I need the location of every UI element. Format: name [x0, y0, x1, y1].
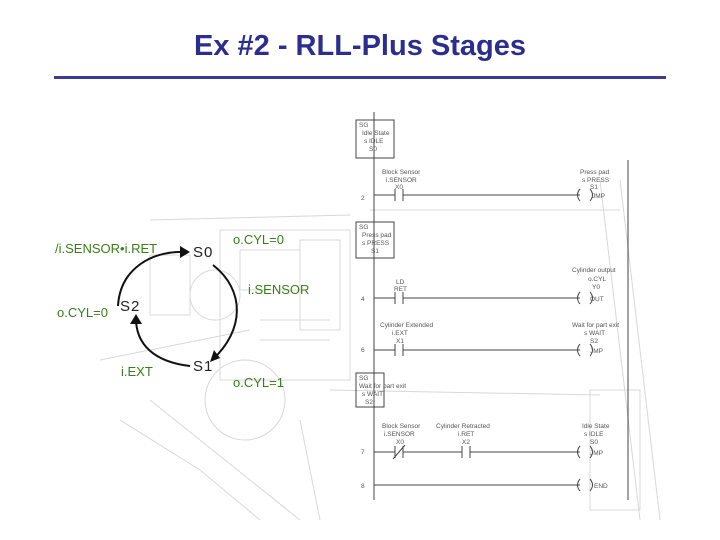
stage-s1-num: S1: [371, 248, 379, 255]
ladder-logic: [355, 112, 629, 500]
stage-s1-sg: SG: [359, 224, 368, 231]
rung4-number: 4: [361, 296, 365, 303]
rung2-coil-label: Press pad: [580, 169, 610, 176]
arrowhead-s1: [210, 350, 220, 362]
stage-s2-sg: SG: [359, 375, 368, 382]
stage-s0-addr: s IDLE: [364, 138, 384, 145]
s1-action-label: o.CYL=1: [233, 375, 284, 390]
arrow-s2-to-s0: [117, 250, 189, 307]
rung7-contact1-name: i.SENSOR: [384, 431, 415, 438]
rung7-contact2-name: i.RET: [458, 431, 474, 438]
rung6-contact-addr: X1: [396, 338, 404, 345]
rung4-contact-label: LD: [396, 279, 405, 286]
state-transition-arrows: [117, 250, 238, 367]
rung4-coil-name: o.CYL: [588, 276, 606, 283]
transition-s0-s1-label: i.SENSOR: [248, 282, 310, 297]
rung2-contact-name: i.SENSOR: [386, 177, 417, 184]
page-title: Ex #2 - RLL-Plus Stages: [194, 30, 526, 62]
stage-s2-addr: s WAIT: [362, 391, 383, 398]
stage-box-s2: [355, 372, 385, 408]
stage-box-s1: [355, 221, 395, 259]
rung7-contact2-addr: X2: [462, 439, 470, 446]
arrowhead-s2: [130, 314, 142, 324]
stage-s0-name: Idle State: [362, 130, 390, 137]
arrow-s0-to-s1: [211, 264, 238, 361]
stage-s1-addr: s PRESS: [362, 240, 390, 247]
stage-s0-num: S0: [369, 146, 377, 153]
transition-s1-s2-label: i.EXT: [121, 364, 153, 379]
stage-s1-name: Press pad: [362, 232, 392, 239]
ladder-text: SG Idle State s IDLE S0 Block Sensor i.S…: [359, 122, 619, 490]
stage-s2-name: Wait for part exit: [359, 383, 406, 390]
arrowheads: [130, 246, 220, 362]
rung7-contact1-label: Block Sensor: [382, 423, 421, 430]
rung6-contact-name: i.EXT: [392, 330, 408, 337]
state-s2: S2: [120, 298, 141, 315]
rung7-coil-instr: JMP: [590, 450, 603, 457]
title-divider: [54, 76, 666, 79]
stage-box-s0: [355, 119, 395, 159]
rung7-contact2-label: Cylinder Retracted: [436, 423, 490, 430]
rung2-number: 2: [361, 195, 365, 202]
rung4-contact-name: RET: [394, 286, 407, 293]
rung2-coil-instr: JMP: [592, 193, 605, 200]
rung4-coil-instr: OUT: [590, 296, 604, 303]
rung4-coil-label: Cylinder output: [572, 267, 616, 274]
rung2-contact-addr: X0: [395, 184, 403, 191]
rung4-coil-addr: Y0: [592, 284, 600, 291]
transition-s2-s0-label: /i.SENSOR•i.RET: [55, 241, 158, 256]
state-s1: S1: [193, 358, 214, 375]
rung7-number: 7: [361, 449, 365, 456]
rung8-number: 8: [361, 483, 365, 490]
rung6-coil-name: s WAIT: [584, 330, 605, 337]
rung7-coil-label: Idle State: [582, 423, 610, 430]
s2-action-label: o.CYL=0: [57, 305, 108, 320]
arrowhead-s0: [180, 246, 190, 258]
rung2-coil-addr: S1: [590, 184, 598, 191]
rung2-contact-label: Block Sensor: [382, 169, 421, 176]
machine-sketch-watermark: [99, 179, 661, 521]
rung6-number: 6: [361, 347, 365, 354]
rung8-instr: END: [594, 483, 608, 490]
state-s0: S0: [193, 244, 214, 261]
rung6-coil-label: Wait for part exit: [572, 322, 619, 329]
rung7-contact1-addr: X0: [396, 439, 404, 446]
arrow-s1-to-s2: [134, 315, 191, 367]
rung6-contact-label: Cylinder Extended: [380, 322, 433, 329]
stage-s0-sg: SG: [359, 122, 368, 129]
s0-action-label: o.CYL=0: [233, 232, 284, 247]
stage-s2-num: S2: [365, 399, 373, 406]
rung6-coil-instr: JMP: [590, 348, 603, 355]
rung7-coil-name: s IDLE: [584, 431, 604, 438]
rung2-coil-name: s PRESS: [582, 177, 610, 184]
rung6-coil-addr: S2: [590, 338, 598, 345]
rung7-coil-addr: S0: [590, 439, 598, 446]
